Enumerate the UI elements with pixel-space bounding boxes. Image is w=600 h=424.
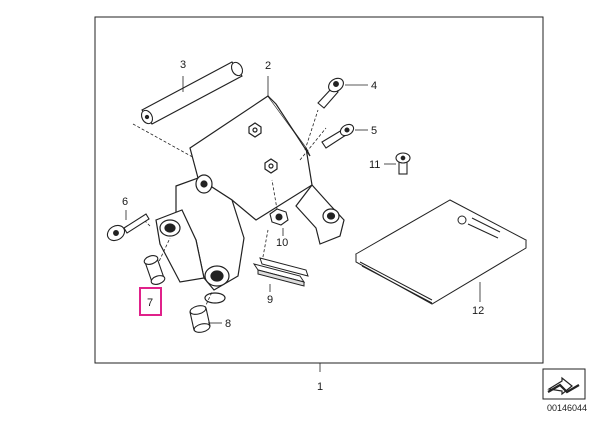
callout-4[interactable]: 4 — [371, 80, 377, 92]
part-11-screw[interactable] — [395, 152, 411, 175]
arrow-icon[interactable] — [542, 368, 586, 400]
part-12-booklet[interactable] — [354, 199, 528, 305]
assembly-frame — [94, 16, 544, 364]
part-9-strips[interactable] — [252, 257, 309, 287]
part-5-bolt[interactable] — [321, 122, 356, 149]
callout-9[interactable]: 9 — [267, 294, 273, 306]
part-2-bracket[interactable] — [155, 95, 345, 304]
callout-2[interactable]: 2 — [265, 60, 271, 72]
callout-5[interactable]: 5 — [371, 125, 377, 137]
part-7-bushing[interactable] — [143, 254, 166, 286]
highlight-box-7 — [139, 287, 162, 316]
part-10-nut[interactable] — [269, 208, 289, 226]
callout-1[interactable]: 1 — [317, 381, 323, 393]
catalog-number: 00146044 — [547, 403, 588, 413]
callout-6[interactable]: 6 — [122, 196, 128, 208]
callout-12[interactable]: 12 — [472, 305, 484, 317]
callout-7[interactable]: 7 — [147, 297, 153, 309]
callout-3[interactable]: 3 — [180, 59, 186, 71]
part-4-bolt[interactable] — [317, 75, 346, 109]
callout-10[interactable]: 10 — [276, 237, 288, 249]
callout-11[interactable]: 11 — [369, 159, 380, 171]
callout-8[interactable]: 8 — [225, 318, 231, 330]
part-6-bolt[interactable] — [105, 213, 150, 244]
part-8-bushing[interactable] — [189, 304, 211, 334]
part-3-rod[interactable] — [139, 60, 244, 125]
